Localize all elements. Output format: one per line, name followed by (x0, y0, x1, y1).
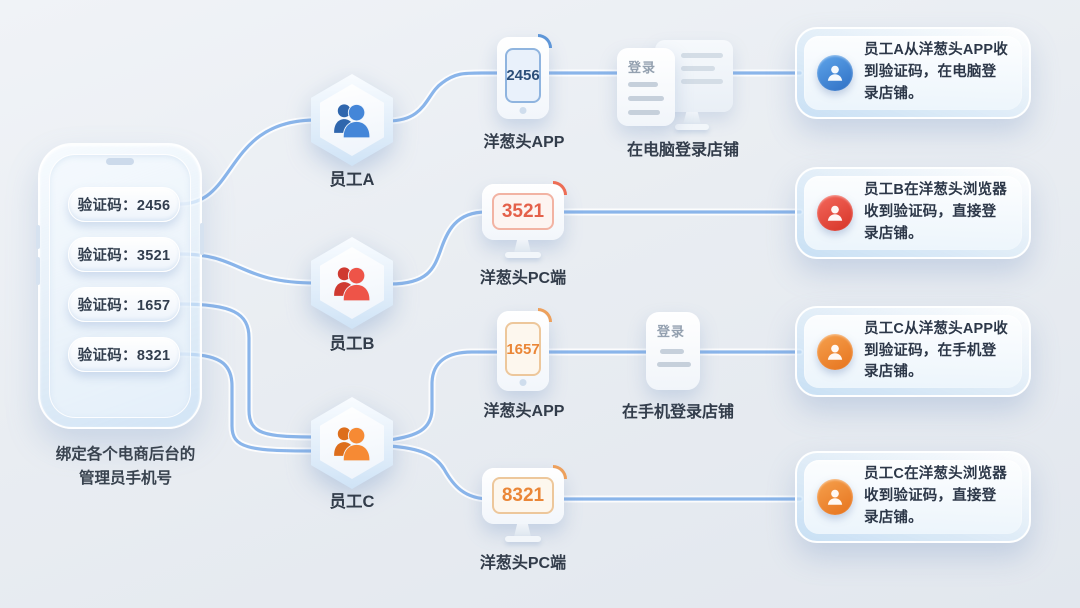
device-label: 洋葱头APP (483, 403, 565, 420)
home-button-icon (519, 107, 527, 114)
signal-arc-icon (538, 308, 552, 322)
employee-a-label: 员工A (329, 171, 375, 189)
verification-code-text: 验证码：3521 (77, 248, 171, 264)
pc-monitor-device: 3521 (482, 181, 567, 240)
employee-b-node (311, 237, 393, 329)
login-title: 登录 (657, 324, 686, 339)
verification-code-pill: 验证码：2456 (68, 187, 180, 222)
phone-notch (106, 158, 134, 165)
signal-arc-icon (553, 465, 567, 479)
device-code: 1657 (505, 322, 541, 376)
login-computer-label: 在电脑登录店铺 (626, 142, 739, 159)
monitor-stand (514, 524, 531, 537)
person-avatar-icon (817, 333, 853, 370)
monitor-stand (683, 112, 701, 125)
result-card-employee-c-app: 员工C从洋葱头APP收到验证码，在手机登录店铺。 (795, 306, 1031, 397)
verification-code-pill: 验证码：1657 (68, 287, 180, 322)
phone-power-button (200, 223, 204, 255)
result-text: 员工B在洋葱头浏览器收到验证码，直接登录店铺。 (864, 182, 1007, 242)
person-avatar-icon (817, 195, 853, 231)
verification-code-text: 验证码：8321 (77, 348, 171, 364)
monitor-stand (514, 240, 531, 253)
employee-c-node (311, 397, 393, 489)
caption-line-2: 管理员手机号 (78, 470, 172, 488)
employee-b-label: 员工B (329, 335, 375, 353)
device-label: 洋葱头PC端 (479, 270, 567, 287)
result-card-employee-b: 员工B在洋葱头浏览器收到验证码，直接登录店铺。 (795, 167, 1031, 259)
phone-volume-button (36, 257, 40, 285)
signal-arc-icon (553, 181, 567, 195)
signal-arc-icon (538, 34, 552, 48)
app-phone-device: 2456 (497, 34, 552, 119)
verification-code-pill: 验证码：8321 (68, 337, 180, 372)
result-card-employee-c-pc: 员工C在洋葱头浏览器收到验证码，直接登录店铺。 (795, 451, 1031, 543)
verification-code-text: 验证码：2456 (77, 198, 171, 214)
pc-monitor-device: 8321 (482, 465, 567, 524)
verification-code-pill: 验证码：3521 (68, 237, 180, 272)
app-phone-device: 1657 (497, 308, 552, 391)
result-text: 员工C从洋葱头APP收到验证码，在手机登录店铺。 (864, 320, 1008, 381)
result-card-employee-a: 员工A从洋葱头APP收到验证码，在电脑登录店铺。 (795, 27, 1031, 119)
login-title: 登录 (628, 60, 657, 75)
phone-caption: 绑定各个电商后台的 管理员手机号 (28, 443, 223, 491)
device-code: 2456 (505, 48, 541, 103)
device-code: 8321 (492, 477, 554, 514)
phone-volume-button (36, 225, 40, 249)
verification-code-text: 验证码：1657 (77, 298, 171, 314)
monitor-base (505, 536, 541, 542)
monitor-base (505, 252, 541, 258)
employee-c-label: 员工C (329, 493, 375, 511)
person-avatar-icon (817, 55, 853, 91)
login-page-panel: 登录 (617, 48, 675, 126)
people-icon (334, 426, 371, 462)
result-text: 员工A从洋葱头APP收到验证码，在电脑登录店铺。 (864, 42, 1008, 102)
login-phone-panel: 登录 (646, 312, 700, 390)
people-icon (334, 266, 371, 302)
people-icon (334, 103, 371, 139)
device-label: 洋葱头APP (483, 134, 565, 151)
login-mobile-label: 在手机登录店铺 (621, 404, 734, 421)
person-avatar-icon (817, 479, 853, 515)
home-button-icon (519, 379, 527, 386)
result-text: 员工C在洋葱头浏览器收到验证码，直接登录店铺。 (864, 466, 1007, 526)
employee-a-node (311, 74, 393, 166)
caption-line-1: 绑定各个电商后台的 (55, 446, 196, 463)
device-label: 洋葱头PC端 (479, 555, 567, 572)
admin-phone-panel (36, 143, 204, 429)
device-code: 3521 (492, 193, 554, 230)
monitor-base (675, 124, 709, 130)
